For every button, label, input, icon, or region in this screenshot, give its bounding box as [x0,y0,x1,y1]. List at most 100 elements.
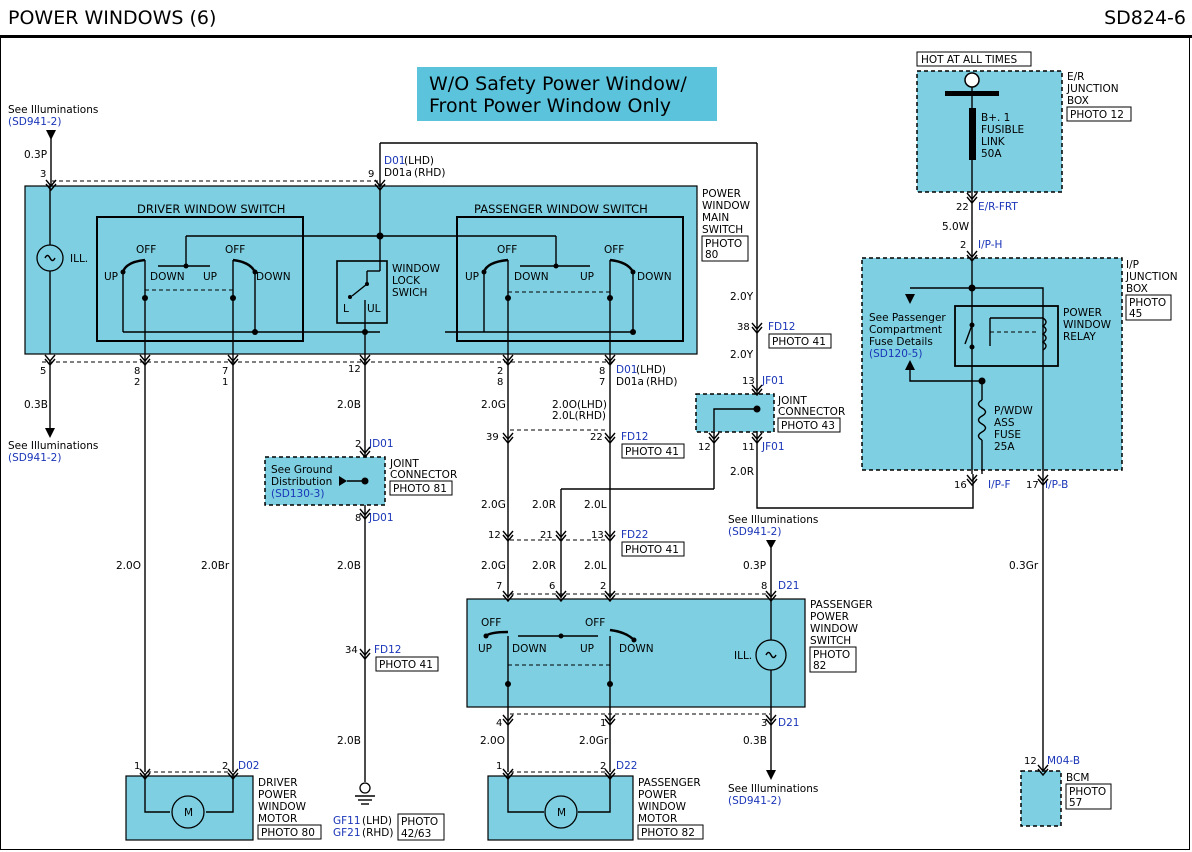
ref-d21-top[interactable]: D21 [778,580,799,592]
ip-fuse-4: 25A [994,441,1015,453]
ref-fd12-right[interactable]: FD12 [621,431,649,443]
ref-d01-top[interactable]: D01 [384,155,405,167]
connector-pin-chevron [502,432,514,445]
pin-jd-2: 2 [355,439,361,450]
pass-off-1: OFF [497,244,517,256]
ps-name-4: SWITCH [810,635,851,647]
jd-name-2: CONNECTOR [390,469,457,481]
connector-pin-chevron [139,354,151,367]
bcm-photo-2: 57 [1069,797,1082,809]
ps-up-1: UP [478,643,492,655]
ref-d21-bottom[interactable]: D21 [778,717,799,729]
pin-ps2: 2 [600,581,606,592]
tl-illum-ref[interactable]: (SD941-2) [8,116,61,128]
pm-name-4: MOTOR [638,813,677,825]
ref-ip-b[interactable]: I/P-B [1045,479,1068,491]
lhd-top: (LHD) [404,155,434,167]
wire-2-0r-b: 2.0R [532,560,556,572]
ref-fd12-mid[interactable]: FD12 [374,644,402,656]
main-switch-name-4: SWITCH [702,224,743,236]
lock-name-1: WINDOW [392,263,441,275]
pin-b7: 7 [222,366,228,377]
ref-er-frt[interactable]: E/R-FRT [978,201,1018,213]
pm-photo: PHOTO 82 [641,827,695,839]
ground-gf21[interactable]: GF21 [333,827,361,839]
connector-pin-chevron [1037,474,1049,487]
wire-2-0l-b: 2.0L [584,560,607,572]
ref-fd22[interactable]: FD22 [621,529,649,541]
ref-jd01-bottom[interactable]: JD01 [368,512,394,524]
pin-fd12-34: 34 [345,645,358,656]
passenger-motor-icon [544,795,578,829]
ps-name-1: PASSENGER [810,599,873,611]
jf-name-2: CONNECTOR [778,406,845,418]
ps-illum-top-ref[interactable]: (SD941-2) [728,526,781,538]
connector-pin-chevron [502,590,514,603]
pin-p8: 8 [497,377,503,388]
photo41-right: PHOTO 41 [625,446,679,458]
pin-b1: 1 [222,377,228,388]
ref-d22[interactable]: D22 [616,760,637,772]
ref-d01-bottom[interactable]: D01 [616,364,637,376]
ref-jf01-bottom[interactable]: JF01 [761,441,785,453]
passenger-power-window-motor [487,775,634,841]
ip-name-1: I/P [1126,259,1139,271]
dm-name-2: POWER [258,789,297,801]
pm-name-1: PASSENGER [638,777,701,789]
pin-c12: 12 [488,530,501,541]
photo41-fd22: PHOTO 41 [625,544,679,556]
ground-gf11[interactable]: GF11 [333,815,361,827]
power-window-main-switch [24,185,698,355]
wire-2-0br: 2.0Br [201,560,230,572]
wire-2-0y-b: 2.0Y [730,349,754,361]
bl-wire: 0.3B [24,399,48,411]
ref-ip-f[interactable]: I/P-F [988,479,1011,491]
jd-ref[interactable]: (SD130-3) [271,488,324,500]
pm-name-2: POWER [638,789,677,801]
ref-fd12-top[interactable]: FD12 [768,321,796,333]
wire-2-0b-c: 2.0B [337,735,361,747]
lock-ul: UL [367,303,381,315]
dm-name-4: MOTOR [258,813,297,825]
pass-motor-m: M [557,807,566,819]
driver-down-1: DOWN [150,271,185,283]
jd-dist: Distribution [271,476,332,488]
pass-down-2: DOWN [637,271,672,283]
connector-pin-chevron [765,714,777,727]
er-fuse-1: B+. 1 [981,112,1010,124]
ref-jf01-top[interactable]: JF01 [761,375,785,387]
ip-ref[interactable]: (SD120-5) [869,348,922,360]
er-fuse-2: FUSIBLE [981,124,1024,136]
relay-name-1: POWER [1063,307,1102,319]
ps-down-2: DOWN [619,643,654,655]
tl-wire: 0.3P [24,149,47,161]
ip-photo-1: PHOTO [1129,297,1166,309]
bl-illum-ref[interactable]: (SD941-2) [8,452,61,464]
ref-m04b[interactable]: M04-B [1047,755,1080,767]
window-lock-switch [336,260,388,324]
pin-ps6: 6 [549,581,555,592]
ps-off-2: OFF [585,617,605,629]
passenger-window-switch [456,216,684,342]
ip-name-2: JUNCTION [1125,271,1178,283]
pin-c21: 21 [540,530,553,541]
connector-pin-chevron [44,354,56,367]
jd-name-1: JOINT [389,458,419,470]
pass-up-2: UP [580,271,594,283]
pass-off-2: OFF [604,244,624,256]
ground-icon [355,782,375,805]
er-name-1: E/R [1067,71,1084,83]
dm-photo: PHOTO 80 [261,827,315,839]
pin-dm2: 2 [222,761,228,772]
diagram-code: SD824-6 [1104,7,1186,29]
ref-jd01-top[interactable]: JD01 [368,438,394,450]
ps-illum-bot-ref[interactable]: (SD941-2) [728,795,781,807]
pin-j11: 11 [742,442,755,453]
pin-b2: 2 [134,377,140,388]
pass-up-1: UP [465,271,479,283]
ref-d02[interactable]: D02 [238,760,259,772]
pin-p2: 2 [497,366,503,377]
ref-ip-h[interactable]: I/P-H [978,239,1002,251]
er-junction-box [916,70,1063,193]
wire-2-0l-rhd: 2.0L(RHD) [552,410,606,422]
